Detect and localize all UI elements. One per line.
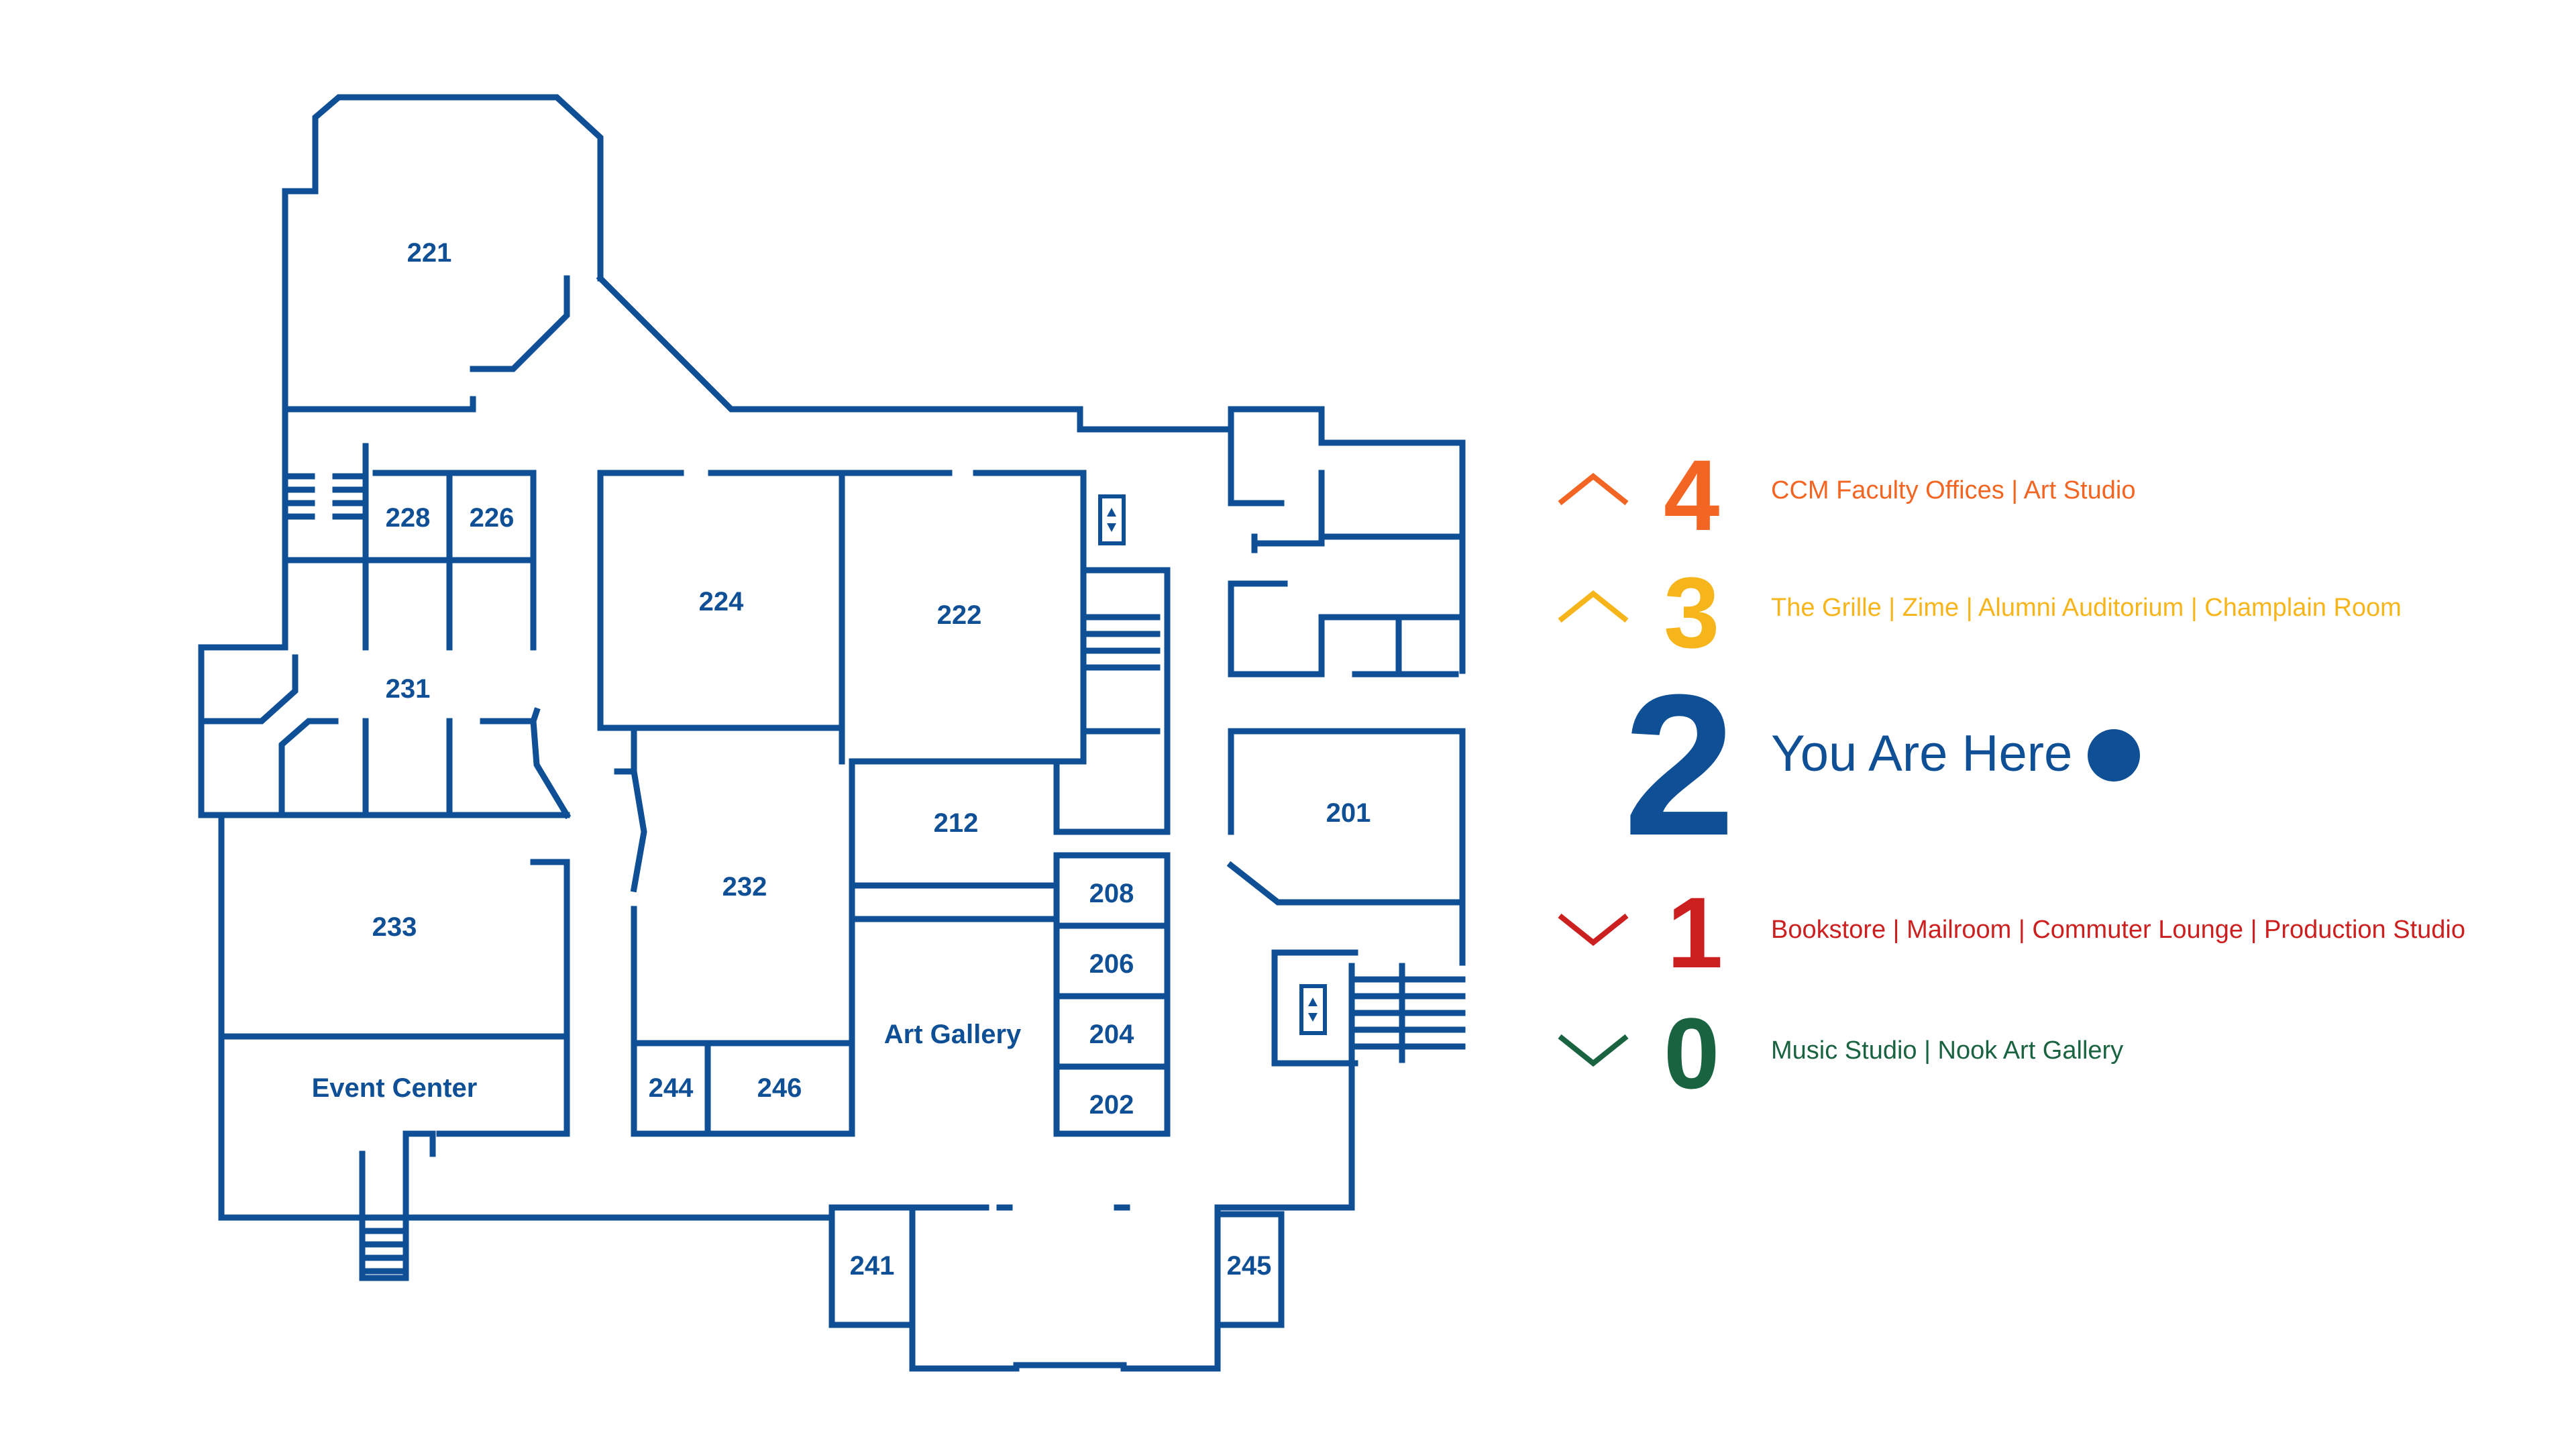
room-206-label: 206 — [1089, 949, 1134, 979]
you-are-here-label: You Are Here — [1771, 725, 2073, 782]
room-221-label: 221 — [407, 238, 452, 268]
room-224-label: 224 — [699, 587, 744, 616]
chevron-down-icon — [1558, 913, 1629, 947]
room-204-label: 204 — [1089, 1020, 1134, 1049]
elevator-icon — [1308, 998, 1318, 1006]
floor-directory: 4 CCM Faculty Offices | Art Studio 3 The… — [1543, 402, 2563, 1140]
floor-row-3[interactable]: 3 The Grille | Zime | Alumni Auditorium … — [1543, 562, 2549, 663]
chevron-down-icon — [1558, 1034, 1629, 1067]
floor-description-3: The Grille | Zime | Alumni Auditorium | … — [1771, 594, 2402, 622]
room-labels: 221 228 226 224 222 231 232 212 201 233 … — [312, 238, 1371, 1281]
floor-number-3: 3 — [1664, 556, 1720, 669]
room-222-label: 222 — [937, 600, 982, 630]
elevator-icon-box — [1098, 494, 1126, 545]
floor-plan: 221 228 226 224 222 231 232 212 201 233 … — [198, 94, 1466, 1372]
floor-number-2: 2 — [1623, 652, 1735, 877]
building-walls — [198, 94, 1466, 1372]
floor-number-0: 0 — [1664, 997, 1720, 1110]
room-226-label: 226 — [470, 503, 515, 533]
floor-row-1[interactable]: 1 Bookstore | Mailroom | Commuter Lounge… — [1543, 882, 2549, 983]
elevator-icons — [1107, 508, 1318, 1022]
room-245-label: 245 — [1227, 1251, 1272, 1281]
art-gallery-label: Art Gallery — [884, 1020, 1022, 1049]
room-228-label: 228 — [386, 503, 431, 533]
room-231-label: 231 — [386, 674, 431, 704]
elevator-icon-box-2 — [1299, 984, 1327, 1035]
room-246-label: 246 — [757, 1073, 802, 1103]
floor-row-4[interactable]: 4 CCM Faculty Offices | Art Studio — [1543, 445, 2549, 545]
event-center-label: Event Center — [312, 1073, 478, 1103]
room-232-label: 232 — [722, 872, 767, 902]
floor-row-2: 2 You Are Here — [1543, 664, 2549, 865]
room-233-label: 233 — [372, 912, 417, 942]
room-202-label: 202 — [1089, 1090, 1134, 1120]
floor-number-1: 1 — [1667, 876, 1723, 989]
room-208-label: 208 — [1089, 879, 1134, 908]
floor-row-0[interactable]: 0 Music Studio | Nook Art Gallery — [1543, 1003, 2549, 1104]
elevator-icon — [1308, 1013, 1318, 1022]
elevator-icon — [1107, 508, 1116, 517]
room-201-label: 201 — [1326, 798, 1371, 828]
floor-description-0: Music Studio | Nook Art Gallery — [1771, 1036, 2124, 1065]
you-are-here-dot-icon — [2088, 729, 2140, 782]
floor-description-4: CCM Faculty Offices | Art Studio — [1771, 476, 2136, 504]
elevator-icon — [1107, 523, 1116, 532]
chevron-up-icon — [1558, 590, 1629, 623]
floor-number-4: 4 — [1664, 439, 1720, 551]
floor-description-1: Bookstore | Mailroom | Commuter Lounge |… — [1771, 916, 2465, 944]
room-212-label: 212 — [934, 808, 979, 838]
room-241-label: 241 — [850, 1251, 895, 1281]
room-244-label: 244 — [649, 1073, 694, 1103]
chevron-up-icon — [1558, 472, 1629, 506]
